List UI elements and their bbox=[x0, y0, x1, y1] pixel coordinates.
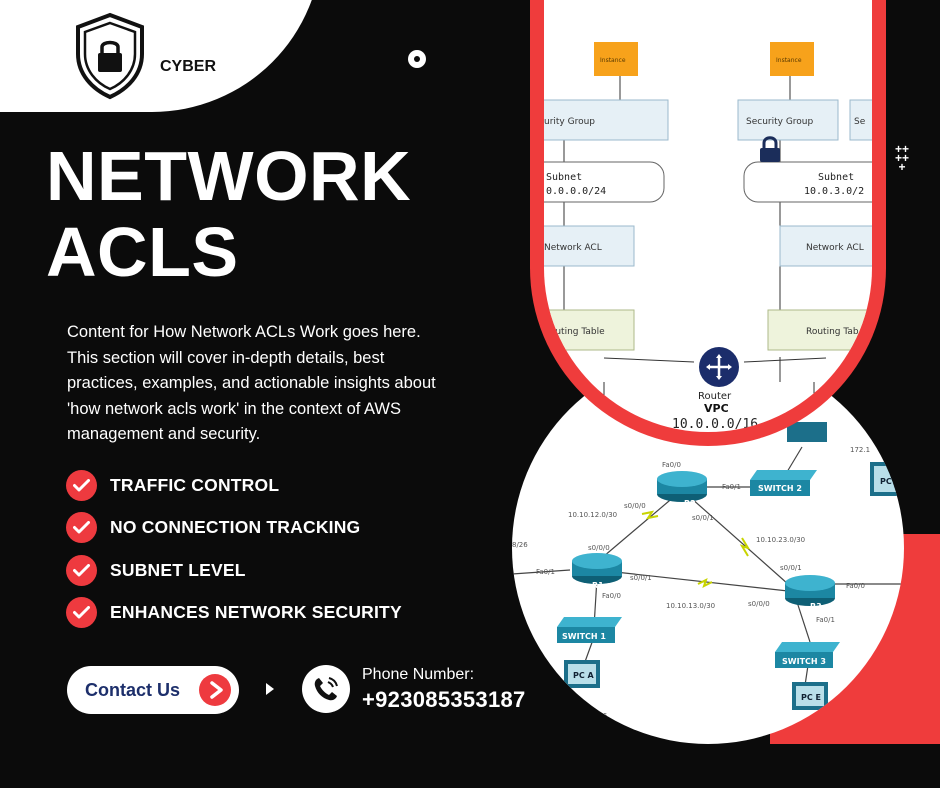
r1-fa0-label: Fa0/0 bbox=[602, 592, 621, 600]
r1-label: R1 bbox=[592, 581, 604, 590]
r3-label: R3 bbox=[810, 602, 822, 611]
security-group-far-right bbox=[849, 99, 872, 141]
r2-fa1-label: Fa0/1 bbox=[722, 483, 741, 491]
phone-number[interactable]: +923085353187 bbox=[362, 687, 526, 712]
left-net-label: 8/26 bbox=[512, 541, 528, 549]
instance-left-label: Instance bbox=[600, 57, 626, 64]
vpc-label: VPC bbox=[704, 402, 729, 415]
r2-s1-label: s0/0/1 bbox=[692, 514, 714, 522]
vpc-cidr: 10.0.0.0/16 bbox=[672, 417, 758, 432]
acl-right bbox=[779, 225, 872, 267]
acl-right-label: Network ACL bbox=[806, 243, 864, 253]
vpc-diagram-frame: Instance Instance urity Group Security G… bbox=[530, 0, 886, 446]
topology-diagram: R1 R2 R3 SWITCH 1 SWITCH 2 SWITCH 3 PC A… bbox=[512, 422, 904, 720]
instance-left bbox=[594, 42, 638, 76]
router-icon bbox=[699, 347, 739, 387]
security-group-right bbox=[737, 99, 839, 141]
description: Content for How Network ACLs Work goes h… bbox=[67, 323, 436, 443]
net-23-label: 10.10.23.0/30 bbox=[756, 536, 805, 544]
contact-us-label: Contact Us bbox=[85, 679, 181, 700]
instance-right bbox=[770, 42, 814, 76]
page-title: NETWORK ACLS bbox=[46, 138, 466, 290]
subnet-right-cidr: 10.0.3.0/2 bbox=[804, 186, 864, 197]
feature-list: TRAFFIC CONTROL NO CONNECTION TRACKING S… bbox=[66, 469, 402, 640]
r2-label: R2 bbox=[684, 499, 696, 508]
vpc-diagram: Instance Instance urity Group Security G… bbox=[544, 42, 872, 432]
r2-fa0-label: Fa0/0 bbox=[662, 461, 681, 469]
route-left-label: Routing Table bbox=[544, 327, 605, 337]
play-arrow-icon bbox=[199, 674, 231, 706]
logo-text: CYBER bbox=[160, 58, 217, 75]
net-12-label: 10.10.12.0/30 bbox=[568, 511, 617, 519]
check-icon bbox=[66, 597, 97, 628]
lock-icon bbox=[760, 136, 780, 162]
switch2-label: SWITCH 2 bbox=[758, 484, 802, 493]
logo-badge bbox=[0, 0, 322, 112]
title-line-1: NETWORK bbox=[46, 137, 412, 215]
feature-label: NO CONNECTION TRACKING bbox=[110, 517, 361, 537]
sg-far-right-label: Se bbox=[854, 117, 866, 127]
security-group-left bbox=[544, 99, 669, 141]
subnet-left-cidr: 0.0.0.0/24 bbox=[546, 186, 606, 197]
play-triangle-icon bbox=[266, 683, 274, 695]
acl-left bbox=[544, 225, 635, 267]
acl-left-label: Network ACL bbox=[544, 243, 602, 253]
pcc-label: PC C bbox=[880, 477, 901, 486]
bottom-ip-label: /26 bbox=[596, 712, 608, 720]
feature-item: SUBNET LEVEL bbox=[66, 554, 402, 586]
route-table-left bbox=[544, 309, 635, 351]
pce-label: PC E bbox=[801, 693, 821, 702]
subnet-left bbox=[544, 161, 665, 203]
route-right-label: Routing Tab bbox=[806, 327, 859, 337]
net-13-label: 10.10.13.0/30 bbox=[666, 602, 715, 610]
title-line-2: ACLS bbox=[46, 213, 239, 291]
feature-label: SUBNET LEVEL bbox=[110, 559, 246, 580]
route-table-right bbox=[767, 309, 872, 351]
r1-fa1-label: Fa0/1 bbox=[536, 568, 555, 576]
sg-left-label: urity Group bbox=[544, 117, 595, 127]
subnet-left-title: Subnet bbox=[546, 172, 582, 183]
check-icon bbox=[66, 512, 97, 543]
instance-right-label: Instance bbox=[776, 57, 802, 64]
r1-s1-label: s0/0/1 bbox=[630, 574, 652, 582]
feature-item: NO CONNECTION TRACKING bbox=[66, 512, 402, 543]
r3-fa0-label: Fa0/0 bbox=[846, 582, 865, 590]
vpc-diagram-inner: Instance Instance urity Group Security G… bbox=[544, 0, 872, 432]
r3-s0-label: s0/0/0 bbox=[748, 600, 770, 608]
top-ip-label: 172.1 bbox=[850, 446, 870, 454]
contact-us-button[interactable]: Contact Us bbox=[67, 666, 239, 714]
switch1-label: SWITCH 1 bbox=[562, 632, 606, 641]
subnet-right-title: Subnet bbox=[818, 172, 854, 183]
decorative-dot bbox=[408, 50, 426, 68]
pluses-text: +++++ bbox=[895, 142, 910, 174]
shield-lock-icon bbox=[76, 12, 144, 100]
sg-right-label: Security Group bbox=[746, 117, 814, 127]
r2-s0-label: s0/0/0 bbox=[624, 502, 646, 510]
decorative-pluses: +++++ bbox=[895, 142, 910, 174]
check-icon bbox=[66, 469, 97, 501]
r1-s0-label: s0/0/0 bbox=[588, 544, 610, 552]
r3-fa1-label: Fa0/1 bbox=[816, 616, 835, 624]
check-icon bbox=[66, 554, 97, 586]
feature-item: ENHANCES NETWORK SECURITY bbox=[66, 597, 402, 628]
subnet-right bbox=[743, 161, 872, 203]
phone-caption: Phone Number: bbox=[362, 666, 475, 683]
router-label: Router bbox=[698, 391, 732, 402]
feature-label: ENHANCES NETWORK SECURITY bbox=[110, 602, 402, 622]
switch3-label: SWITCH 3 bbox=[782, 657, 826, 666]
phone-icon[interactable] bbox=[302, 665, 350, 713]
feature-label: TRAFFIC CONTROL bbox=[110, 474, 280, 495]
r3-s1-label: s0/0/1 bbox=[780, 564, 802, 572]
pca-label: PC A bbox=[573, 671, 595, 680]
feature-item: TRAFFIC CONTROL bbox=[66, 469, 402, 501]
